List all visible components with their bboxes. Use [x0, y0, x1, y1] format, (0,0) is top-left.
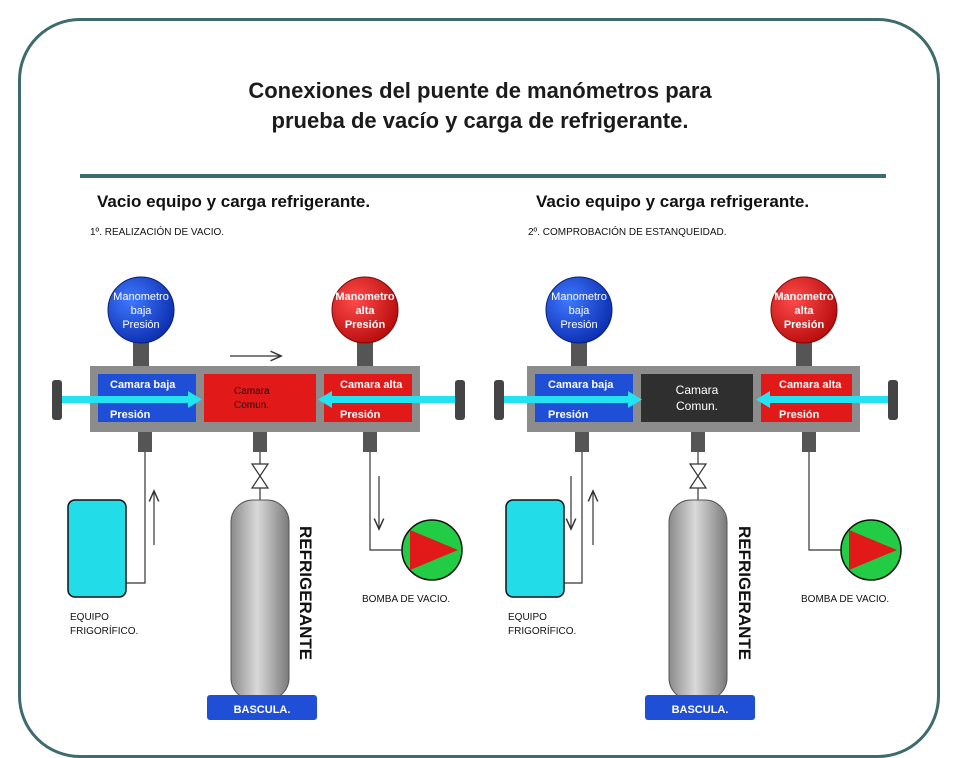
panel-1-scale-label: BASCULA.	[234, 704, 291, 716]
panel-2-gauge-high-l2: alta	[795, 305, 815, 317]
panel-1-gauge-high-l2: alta	[356, 305, 376, 317]
panel-2-heading: Vacio equipo y carga refrigerante.	[536, 192, 809, 211]
panel-1-common-label-l1: Camara	[234, 386, 270, 397]
panel-2-common-label-l2: Comun.	[676, 399, 718, 413]
panel-1-valve-icon	[250, 463, 270, 489]
panel-1-refrigerant-cylinder	[230, 499, 290, 701]
panel-1-gauge-high-l3: Presión	[345, 319, 386, 331]
manifold-diagram: Vacio equipo y carga refrigerante. 1º. R…	[30, 180, 920, 720]
panel-1-gauge-high-stem	[357, 340, 373, 366]
panel-1-flow-arrow-left-head	[188, 391, 202, 408]
panel-2-gauge-high-stem	[796, 340, 812, 366]
panel-2-scale-label: BASCULA.	[672, 704, 729, 716]
panel-2-knob-left	[494, 380, 504, 420]
panel-1-flow-arrow-left-shaft	[62, 396, 190, 403]
panel-2-flow-arrow-left-head	[628, 391, 642, 408]
panel-2-gauge-low-l1: Manometro	[551, 291, 607, 303]
panel-2-flow-arrow-right-head	[756, 391, 770, 408]
title-divider	[80, 174, 886, 178]
panel-2-pump-label: BOMBA DE VACIO.	[801, 594, 889, 605]
panel-1-flow-arrow-right-head	[318, 391, 332, 408]
panel-2-low-label-bottom: Presión	[548, 409, 589, 421]
panel-2-gauge-low-l2: baja	[569, 305, 591, 317]
panel-1-gauge-high	[331, 276, 399, 344]
panel-1-hose-equipment	[126, 452, 146, 584]
panel-1-high-label-top: Camara alta	[340, 379, 403, 391]
panel-2-low-label-top: Camara baja	[548, 379, 614, 391]
panel-2-knob-right	[888, 380, 898, 420]
panel-1-gauge-low-l1: Manometro	[113, 291, 169, 303]
panel-2-refrigerant-label: REFRIGERANTE	[735, 526, 754, 660]
panel-1-gauge-high-l1: Manometro	[335, 291, 395, 303]
panel-2-flow-arrow-left-shaft	[504, 396, 630, 403]
panel-1-scale	[207, 695, 317, 720]
panel-2-gauge-high	[770, 276, 838, 344]
panel-1-gauge-low-l2: baja	[131, 305, 153, 317]
panel-2-high-label-top: Camara alta	[779, 379, 842, 391]
panel-2-gauge-high-l1: Manometro	[774, 291, 834, 303]
panel-2-equipment-label-l2: FRIGORÍFICO.	[508, 624, 576, 637]
panel-2-equipment	[505, 499, 565, 598]
panel-1-low-label-bottom: Presión	[110, 409, 151, 421]
panel-2-equipment-label-l1: EQUIPO	[508, 612, 547, 623]
panel-2-gauge-high-l3: Presión	[784, 319, 825, 331]
panel-1: Vacio equipo y carga refrigerante. 1º. R…	[52, 192, 465, 720]
slide-title-line-1: Conexiones del puente de manómetros para	[248, 78, 712, 103]
slide-title: Conexiones del puente de manómetros para…	[0, 76, 960, 136]
panel-1-gauge-low	[107, 276, 175, 344]
panel-2: Vacio equipo y carga refrigerante. 2º. C…	[494, 192, 902, 720]
panel-1-knob-right	[455, 380, 465, 420]
panel-1-port-low	[138, 432, 152, 452]
panel-1-equipment-label-l1: EQUIPO	[70, 612, 109, 623]
panel-2-scale	[645, 695, 755, 720]
panel-1-common-label-l2: Comun.	[234, 400, 269, 411]
panel-1-equipment	[67, 499, 127, 598]
panel-2-step: 2º. COMPROBACIÓN DE ESTANQUEIDAD.	[528, 225, 727, 238]
panel-1-common-chamber	[204, 374, 316, 422]
panel-2-hose-equipment	[564, 452, 583, 584]
panel-2-gauge-low-stem	[571, 340, 587, 366]
panel-1-heading: Vacio equipo y carga refrigerante.	[97, 192, 370, 211]
panel-1-equipment-label-l2: FRIGORÍFICO.	[70, 624, 138, 637]
panel-1-knob-left	[52, 380, 62, 420]
panel-1-pump-triangle-icon	[410, 530, 458, 570]
panel-1-pump-label: BOMBA DE VACIO.	[362, 594, 450, 605]
panel-1-hose-pump	[369, 452, 402, 551]
panel-2-high-label-bottom: Presión	[779, 409, 820, 421]
panel-2-refrigerant-cylinder	[668, 499, 728, 701]
panel-2-flow-arrow-right-shaft	[768, 396, 888, 403]
panel-2-pump-triangle-icon	[849, 530, 897, 570]
panel-2-hose-pump	[808, 452, 841, 551]
panel-1-port-common	[253, 432, 267, 452]
panel-2-common-label-l1: Camara	[676, 383, 719, 397]
slide-title-line-2: prueba de vacío y carga de refrigerante.	[271, 108, 689, 133]
panel-1-step: 1º. REALIZACIÓN DE VACIO.	[90, 225, 224, 238]
panel-1-flow-arrow-right-shaft	[330, 396, 455, 403]
panel-2-port-high	[802, 432, 816, 452]
panel-1-gauge-low-stem	[133, 340, 149, 366]
panel-1-refrigerant-label: REFRIGERANTE	[296, 526, 315, 660]
panel-2-port-common	[691, 432, 705, 452]
panel-2-gauge-low	[545, 276, 613, 344]
panel-1-port-high	[363, 432, 377, 452]
panel-1-gauge-low-l3: Presión	[122, 319, 159, 331]
panel-1-low-label-top: Camara baja	[110, 379, 176, 391]
panel-2-gauge-low-l3: Presión	[560, 319, 597, 331]
panel-2-valve-icon	[688, 463, 708, 489]
panel-2-port-low	[575, 432, 589, 452]
panel-2-common-chamber	[641, 374, 753, 422]
panel-1-high-label-bottom: Presión	[340, 409, 381, 421]
